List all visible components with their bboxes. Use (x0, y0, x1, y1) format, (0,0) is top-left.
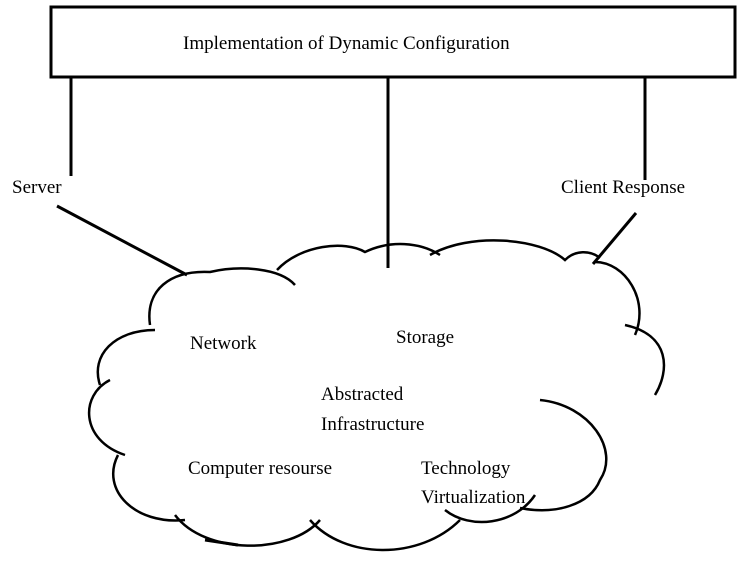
server-label: Server (12, 177, 62, 198)
client-response-label: Client Response (561, 177, 685, 198)
technology-virtualization-line1: Technology (421, 458, 511, 479)
network-label: Network (190, 333, 257, 354)
cloud-shape (87, 239, 666, 552)
title-text: Implementation of Dynamic Configuration (183, 33, 510, 54)
connector-client-diagonal (591, 212, 638, 265)
computer-resource-label: Computer resourse (188, 458, 332, 479)
connector-server-diagonal (56, 204, 188, 277)
technology-virtualization-line2: Virtualization (421, 487, 526, 508)
storage-label: Storage (396, 327, 454, 348)
abstracted-infrastructure-line1: Abstracted (321, 384, 404, 405)
title-box (49, 5, 737, 79)
bottom-tick (204, 538, 239, 547)
abstracted-infrastructure-line2: Infrastructure (321, 414, 424, 435)
